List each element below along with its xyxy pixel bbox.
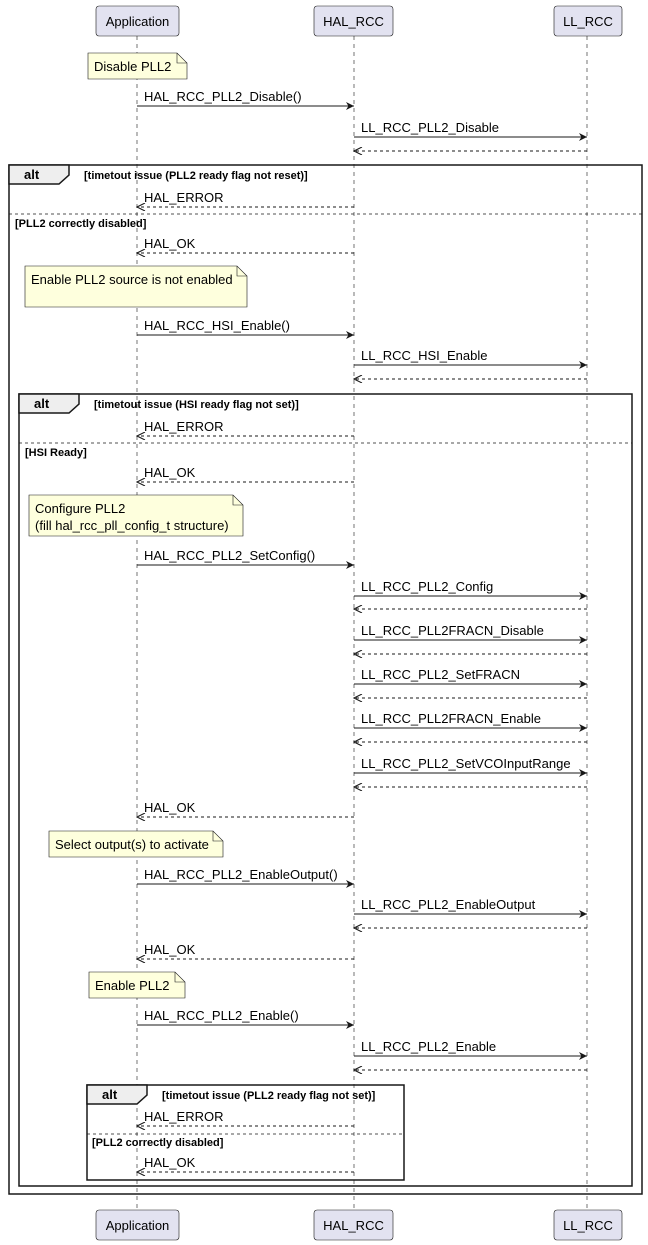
message-label: HAL_ERROR xyxy=(144,1109,223,1124)
alt-fragment-hsi: alt [timetout issue (HSI ready flag not … xyxy=(18,393,633,1187)
reply-message: HAL_ERROR xyxy=(137,419,354,436)
call-message: HAL_RCC_HSI_Enable() xyxy=(137,318,354,339)
participant-label: HAL_RCC xyxy=(323,1218,384,1233)
message-label: LL_RCC_HSI_Enable xyxy=(361,348,487,363)
call-message: LL_RCC_PLL2_Config xyxy=(354,579,587,600)
message-label: LL_RCC_PLL2_Disable xyxy=(361,120,499,135)
message-label: HAL_RCC_PLL2_Enable() xyxy=(144,1008,299,1023)
else-guard: [PLL2 correctly disabled] xyxy=(92,1137,224,1149)
message-label: HAL_OK xyxy=(144,465,196,480)
participant-label: HAL_RCC xyxy=(323,14,384,29)
alt-fragment-pll2-enable: alt [timetout issue (PLL2 ready flag not… xyxy=(86,1084,405,1181)
alt-keyword: alt xyxy=(102,1087,118,1102)
call-message: LL_RCC_PLL2_EnableOutput xyxy=(354,897,587,918)
alt-keyword: alt xyxy=(24,167,40,182)
note-text: Enable PLL2 source is not enabled xyxy=(31,272,233,287)
call-message: LL_RCC_PLL2_Disable xyxy=(354,120,587,141)
message-label: HAL_OK xyxy=(144,800,196,815)
message-label: HAL_OK xyxy=(144,942,196,957)
note-disable-pll2: Disable PLL2 xyxy=(87,52,188,80)
call-message: LL_RCC_PLL2FRACN_Enable xyxy=(354,711,587,732)
participant-hal-rcc-bottom: HAL_RCC xyxy=(313,1209,394,1241)
call-message: LL_RCC_PLL2_SetVCOInputRange xyxy=(354,756,587,777)
reply-message: HAL_ERROR xyxy=(137,190,354,207)
message-label: HAL_OK xyxy=(144,236,196,251)
call-message: LL_RCC_PLL2FRACN_Disable xyxy=(354,623,587,644)
message-label: LL_RCC_PLL2_Config xyxy=(361,579,493,594)
message-label: LL_RCC_PLL2_SetVCOInputRange xyxy=(361,756,571,771)
message-label: LL_RCC_PLL2_SetFRACN xyxy=(361,667,520,682)
note-text: (fill hal_rcc_pll_config_t structure) xyxy=(35,518,229,533)
call-message: LL_RCC_HSI_Enable xyxy=(354,348,587,369)
alt-guard: [timetout issue (HSI ready flag not set)… xyxy=(94,399,299,411)
message-label: LL_RCC_PLL2_EnableOutput xyxy=(361,897,536,912)
alt-guard: [timetout issue (PLL2 ready flag not res… xyxy=(84,170,308,182)
note-text: Configure PLL2 xyxy=(35,501,125,516)
message-label: HAL_OK xyxy=(144,1155,196,1170)
message-label: HAL_RCC_PLL2_EnableOutput() xyxy=(144,867,338,882)
participant-ll-rcc-bottom: LL_RCC xyxy=(553,1209,623,1241)
call-message: HAL_RCC_PLL2_Enable() xyxy=(137,1008,354,1029)
alt-fragment-pll2-disable: alt [timetout issue (PLL2 ready flag not… xyxy=(8,164,643,1195)
reply-message: HAL_OK xyxy=(137,942,354,959)
alt-guard: [timetout issue (PLL2 ready flag not set… xyxy=(162,1090,376,1102)
note-select-outputs: Select output(s) to activate xyxy=(48,830,224,858)
message-label: HAL_ERROR xyxy=(144,190,223,205)
participant-ll-rcc-top: LL_RCC xyxy=(553,5,623,37)
message-label: LL_RCC_PLL2_Enable xyxy=(361,1039,496,1054)
note-text: Disable PLL2 xyxy=(94,59,171,74)
message-label: HAL_RCC_HSI_Enable() xyxy=(144,318,290,333)
call-message: LL_RCC_PLL2_SetFRACN xyxy=(354,667,587,688)
reply-message: HAL_OK xyxy=(137,1155,354,1172)
else-guard: [HSI Ready] xyxy=(25,447,87,459)
reply-message: HAL_ERROR xyxy=(137,1109,354,1126)
note-text: Select output(s) to activate xyxy=(55,837,209,852)
participant-application-top: Application xyxy=(95,5,180,37)
call-message: LL_RCC_PLL2_Enable xyxy=(354,1039,587,1060)
participant-label: Application xyxy=(106,1218,170,1233)
note-enable-pll2: Enable PLL2 xyxy=(88,971,186,999)
messages-layer: HAL_RCC_PLL2_Disable() LL_RCC_PLL2_Disabl… xyxy=(137,89,587,1172)
participant-label: LL_RCC xyxy=(563,1218,613,1233)
note-enable-pll2-source: Enable PLL2 source is not enabled xyxy=(24,265,248,308)
participant-application-bottom: Application xyxy=(95,1209,180,1241)
call-message: HAL_RCC_PLL2_Disable() xyxy=(137,89,354,110)
participant-label: LL_RCC xyxy=(563,14,613,29)
message-label: LL_RCC_PLL2FRACN_Enable xyxy=(361,711,541,726)
call-message: HAL_RCC_PLL2_SetConfig() xyxy=(137,548,354,569)
reply-message: HAL_OK xyxy=(137,465,354,482)
message-label: HAL_RCC_PLL2_SetConfig() xyxy=(144,548,315,563)
note-text: Enable PLL2 xyxy=(95,978,169,993)
note-configure-pll2: Configure PLL2 (fill hal_rcc_pll_config_… xyxy=(28,494,244,537)
reply-message: HAL_OK xyxy=(137,236,354,253)
call-message: HAL_RCC_PLL2_EnableOutput() xyxy=(137,867,354,888)
message-label: LL_RCC_PLL2FRACN_Disable xyxy=(361,623,544,638)
reply-message: HAL_OK xyxy=(137,800,354,817)
else-guard: [PLL2 correctly disabled] xyxy=(15,218,147,230)
message-label: HAL_ERROR xyxy=(144,419,223,434)
alt-keyword: alt xyxy=(34,396,50,411)
participant-label: Application xyxy=(106,14,170,29)
participant-hal-rcc-top: HAL_RCC xyxy=(313,5,394,37)
message-label: HAL_RCC_PLL2_Disable() xyxy=(144,89,302,104)
